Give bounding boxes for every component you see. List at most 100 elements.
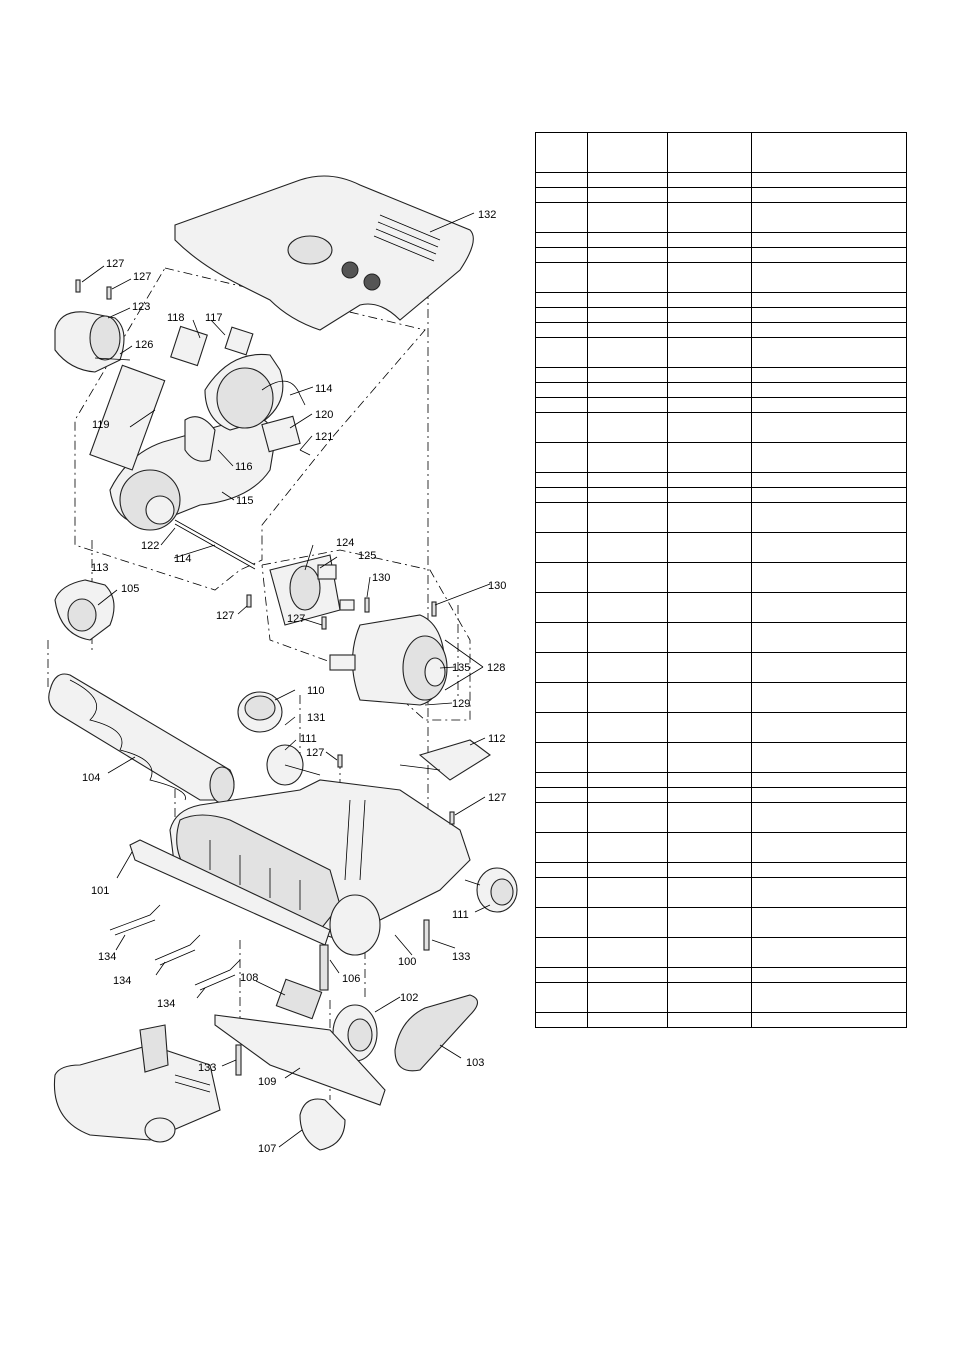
table-cell bbox=[751, 247, 907, 263]
table-cell bbox=[751, 292, 907, 308]
table-row bbox=[535, 172, 907, 188]
table-cell bbox=[667, 832, 752, 863]
table-cell bbox=[751, 487, 907, 503]
table-cell bbox=[667, 367, 752, 383]
table-cell bbox=[535, 937, 588, 968]
table-cell bbox=[587, 337, 668, 368]
table-cell bbox=[535, 247, 588, 263]
part-113-motor-housing bbox=[89, 353, 284, 570]
table-row bbox=[535, 592, 907, 623]
callout-130: 130 bbox=[372, 572, 390, 584]
table-cell bbox=[535, 592, 588, 623]
table-cell bbox=[667, 982, 752, 1013]
table-cell bbox=[751, 172, 907, 188]
table-row bbox=[535, 502, 907, 533]
table-row bbox=[535, 442, 907, 473]
table-cell bbox=[667, 172, 752, 188]
table-cell bbox=[667, 802, 752, 833]
table-row bbox=[535, 292, 907, 308]
callout-125: 125 bbox=[358, 550, 376, 562]
table-cell bbox=[751, 907, 907, 938]
table-cell bbox=[667, 487, 752, 503]
table-cell bbox=[667, 652, 752, 683]
table-cell bbox=[587, 907, 668, 938]
table-cell bbox=[667, 322, 752, 338]
callout-122: 122 bbox=[141, 540, 159, 552]
callout-127: 127 bbox=[488, 792, 506, 804]
table-cell bbox=[751, 862, 907, 878]
table-row bbox=[535, 802, 907, 833]
table-cell bbox=[751, 652, 907, 683]
callout-133: 133 bbox=[198, 1062, 216, 1074]
table-cell bbox=[751, 967, 907, 983]
table-cell bbox=[667, 132, 752, 173]
table-cell bbox=[751, 322, 907, 338]
part-123-handle-socket bbox=[54, 311, 131, 373]
table-cell bbox=[535, 787, 588, 803]
callout-labels: 132 127 127 123 126 118 117 119 114 120 … bbox=[82, 209, 506, 1155]
table-cell bbox=[535, 307, 588, 323]
table-cell bbox=[587, 412, 668, 443]
callout-101: 101 bbox=[91, 885, 109, 897]
table-cell bbox=[587, 502, 668, 533]
table-cell bbox=[751, 562, 907, 593]
table-cell bbox=[751, 802, 907, 833]
callout-123: 123 bbox=[132, 301, 150, 313]
table-cell bbox=[535, 802, 588, 833]
table-cell bbox=[535, 172, 588, 188]
table-cell bbox=[751, 132, 907, 173]
table-cell bbox=[751, 1012, 907, 1028]
table-cell bbox=[751, 877, 907, 908]
table-cell bbox=[587, 262, 668, 293]
table-cell bbox=[587, 532, 668, 563]
table-cell bbox=[667, 877, 752, 908]
table-cell bbox=[667, 562, 752, 593]
table-cell bbox=[667, 742, 752, 773]
table-cell bbox=[667, 682, 752, 713]
table-cell bbox=[751, 202, 907, 233]
part-117-118-switch-parts bbox=[170, 325, 254, 367]
table-cell bbox=[751, 382, 907, 398]
callout-111: 111 bbox=[452, 909, 469, 921]
table-row bbox=[535, 562, 907, 593]
callout-127: 127 bbox=[106, 258, 124, 270]
callout-132: 132 bbox=[478, 209, 496, 221]
part-104-brush-roll bbox=[48, 673, 235, 804]
table-cell bbox=[587, 787, 668, 803]
table-cell bbox=[667, 532, 752, 563]
callout-115: 115 bbox=[236, 495, 254, 507]
table-cell bbox=[667, 292, 752, 308]
table-cell bbox=[535, 472, 588, 488]
part-assembled-nozzle-view bbox=[53, 1024, 221, 1143]
table-row bbox=[535, 472, 907, 488]
part-127-130-screws bbox=[75, 279, 455, 825]
callout-113: 113 bbox=[91, 562, 109, 574]
table-row bbox=[535, 132, 907, 173]
part-111-wheel-right bbox=[464, 867, 518, 913]
table-cell bbox=[751, 307, 907, 323]
table-cell bbox=[751, 412, 907, 443]
table-cell bbox=[587, 967, 668, 983]
table-cell bbox=[535, 682, 588, 713]
table-cell bbox=[751, 712, 907, 743]
table-cell bbox=[535, 832, 588, 863]
table-row bbox=[535, 382, 907, 398]
table-cell bbox=[535, 502, 588, 533]
table-cell bbox=[587, 132, 668, 173]
table-cell bbox=[587, 397, 668, 413]
part-120-121-terminal bbox=[261, 380, 311, 456]
table-cell bbox=[587, 862, 668, 878]
callout-127: 127 bbox=[133, 271, 151, 283]
table-cell bbox=[751, 832, 907, 863]
table-cell bbox=[667, 937, 752, 968]
callout-111: 111 bbox=[300, 733, 317, 745]
table-row bbox=[535, 982, 907, 1013]
part-103-belt bbox=[394, 994, 479, 1072]
part-132-top-cover bbox=[174, 175, 474, 331]
table-cell bbox=[535, 622, 588, 653]
table-row bbox=[535, 487, 907, 503]
table-cell bbox=[587, 877, 668, 908]
callout-127: 127 bbox=[287, 613, 305, 625]
callout-112: 112 bbox=[488, 733, 506, 745]
